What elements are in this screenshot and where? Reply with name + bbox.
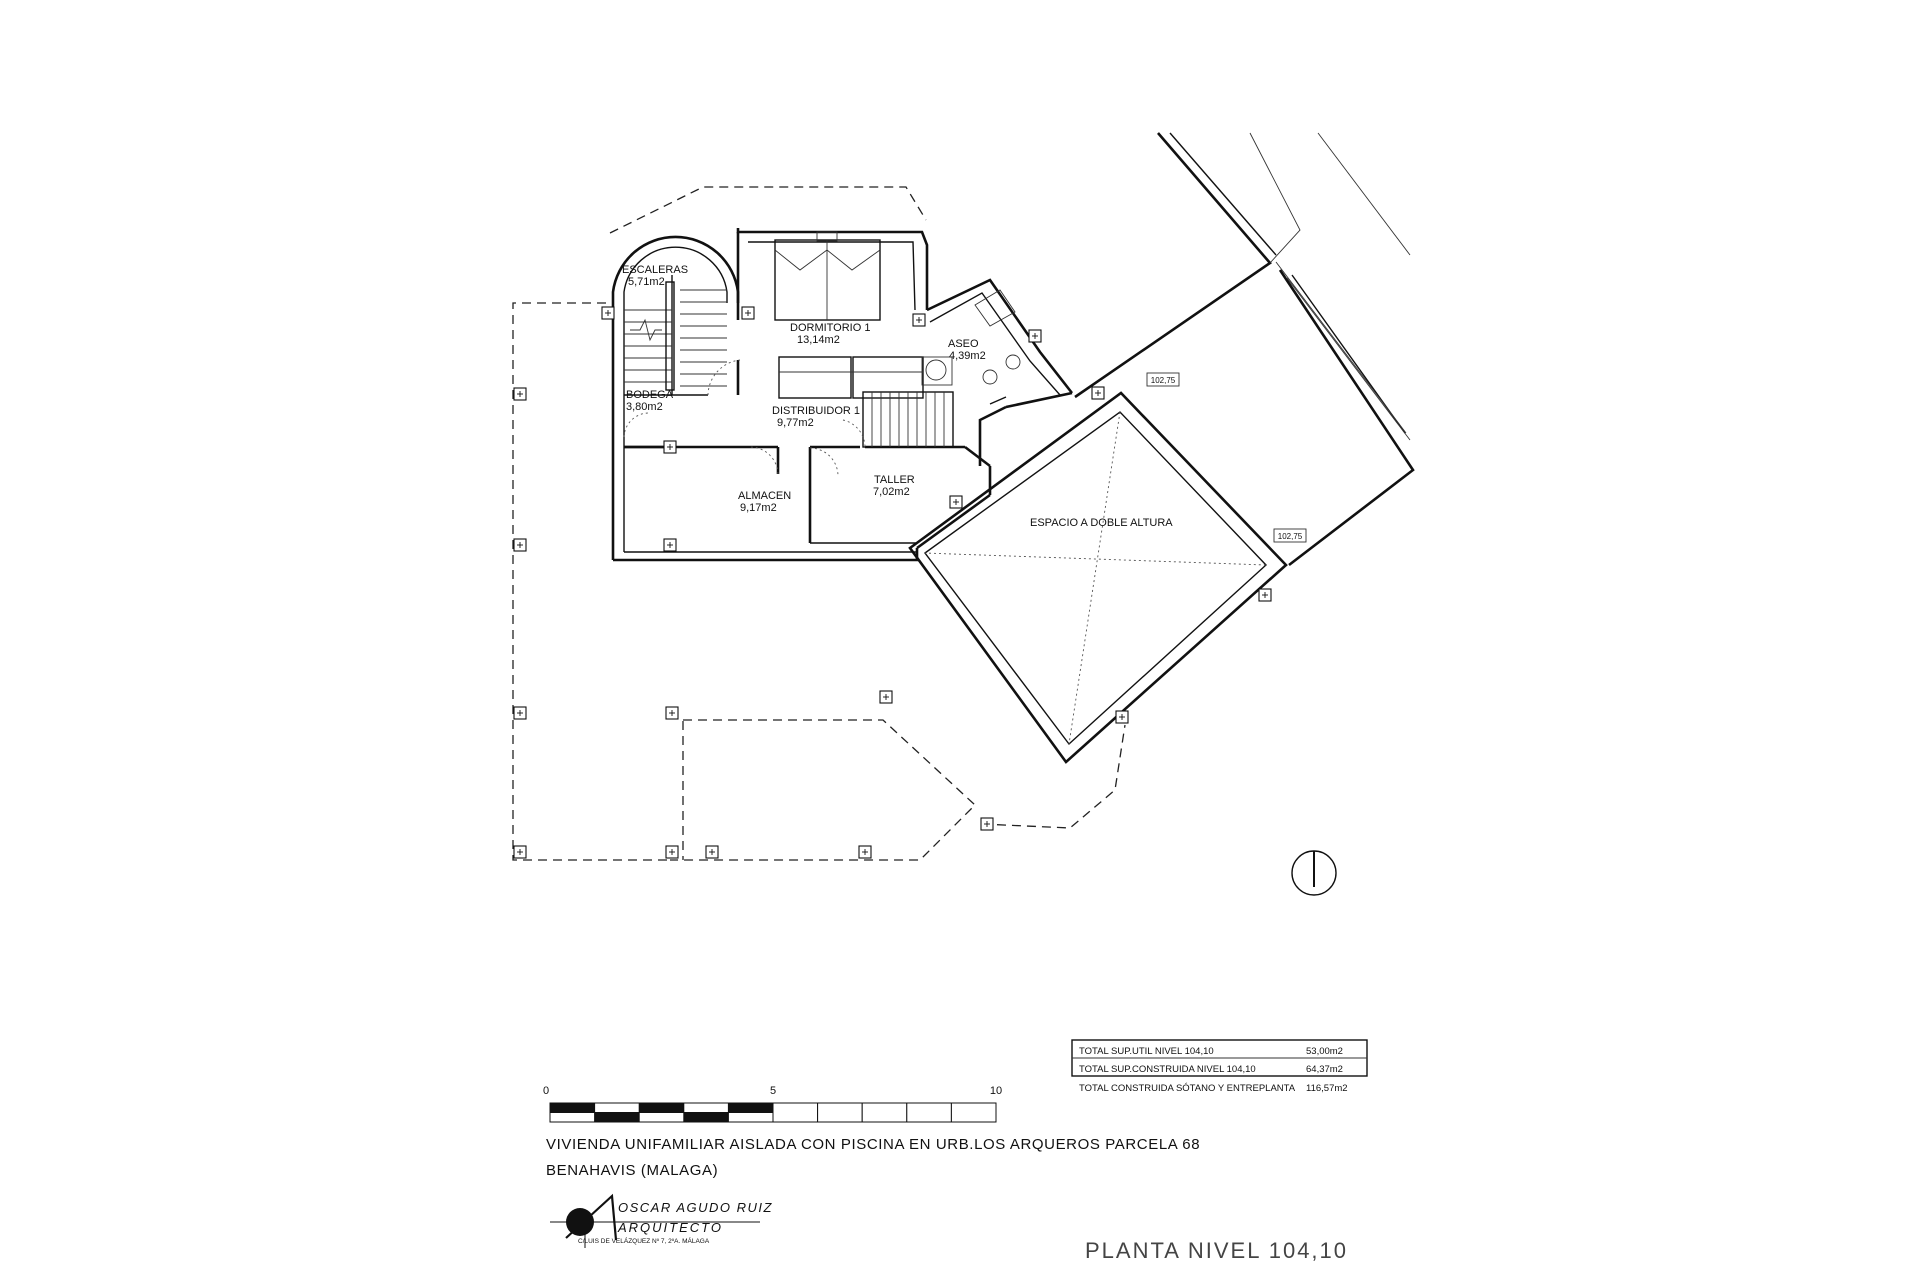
room-dormitorio-area: 13,14m2	[797, 334, 840, 346]
level-markers: 102,75 102,75	[1146, 372, 1307, 543]
structural-column	[665, 845, 679, 859]
structural-column	[741, 306, 755, 320]
architect-logo-icon	[550, 1193, 760, 1248]
columns	[513, 306, 1272, 859]
structural-column	[858, 845, 872, 859]
scale-segment	[594, 1112, 640, 1123]
surface-table: TOTAL SUP.UTIL NIVEL 104,10 53,00m2 TOTA…	[1071, 1039, 1368, 1094]
structural-column	[705, 845, 719, 859]
room-almacen-name: ALMACEN	[738, 490, 791, 502]
adjacent-wing	[1074, 132, 1415, 567]
room-labels: ESCALERAS 5,71m2 DORMITORIO 1 13,14m2 AS…	[622, 264, 1173, 529]
room-aseo-name: ASEO	[948, 338, 979, 350]
scale-segment	[638, 1102, 685, 1113]
stair-treads	[624, 281, 727, 391]
room-bodega-name: BODEGA	[626, 389, 674, 401]
structural-column	[1028, 329, 1042, 343]
scale-tick-0: 0	[543, 1085, 549, 1097]
surface-row-3-label: TOTAL CONSTRUIDA SÓTANO Y ENTREPLANTA	[1079, 1083, 1296, 1094]
scale-bar-frame	[549, 1102, 997, 1123]
architect-address: C/LUIS DE VELÁZQUEZ Nº 7, 2ºA. MÁLAGA	[578, 1236, 710, 1245]
structural-column	[1115, 710, 1129, 724]
room-taller-name: TALLER	[874, 474, 915, 486]
structural-column	[513, 706, 527, 720]
structural-column	[663, 440, 677, 454]
double-height-void	[908, 391, 1288, 764]
structural-column	[513, 845, 527, 859]
room-distribuidor-area: 9,77m2	[777, 417, 814, 429]
structural-column	[879, 690, 893, 704]
structural-column	[912, 313, 926, 327]
project-title: VIVIENDA UNIFAMILIAR AISLADA CON PISCINA…	[546, 1136, 1200, 1179]
surface-row-1-label: TOTAL SUP.UTIL NIVEL 104,10	[1079, 1046, 1214, 1057]
scale-segment	[861, 1102, 908, 1123]
structural-column	[513, 387, 527, 401]
main-walls	[611, 228, 1074, 562]
project-title-line2: BENAHAVIS (MALAGA)	[546, 1162, 718, 1179]
structural-column	[1258, 588, 1272, 602]
double-bed	[774, 231, 881, 321]
level-marker-b: 102,75	[1278, 532, 1303, 541]
scale-bar: 0 5 10	[543, 1085, 1002, 1123]
scale-segment	[906, 1102, 952, 1123]
terrace-outline	[512, 186, 1126, 861]
project-title-line1: VIVIENDA UNIFAMILIAR AISLADA CON PISCINA…	[546, 1136, 1200, 1153]
scale-tick-10: 10	[990, 1085, 1002, 1097]
scale-segment	[772, 1102, 819, 1123]
scale-segment	[727, 1102, 774, 1113]
scale-segment	[549, 1102, 596, 1113]
architect-stamp: OSCAR AGUDO RUIZ ARQUITECTO C/LUIS DE VE…	[550, 1193, 773, 1248]
scale-segment	[817, 1102, 863, 1123]
room-escaleras-name: ESCALERAS	[622, 264, 688, 276]
structural-column	[949, 495, 963, 509]
scale-segment	[950, 1102, 997, 1123]
structural-column	[1091, 386, 1105, 400]
room-doble-altura-name: ESPACIO A DOBLE ALTURA	[1030, 517, 1173, 529]
bathroom-fixtures	[921, 289, 1021, 386]
surface-row-2-label: TOTAL SUP.CONSTRUIDA NIVEL 104,10	[1079, 1064, 1256, 1075]
room-dormitorio-name: DORMITORIO 1	[790, 322, 870, 334]
surface-row-1-value: 53,00m2	[1306, 1046, 1343, 1057]
room-escaleras-area: 5,71m2	[628, 276, 665, 288]
sheet-title: PLANTA NIVEL 104,10	[1085, 1238, 1348, 1263]
structural-column	[601, 306, 615, 320]
architect-name: OSCAR AGUDO RUIZ	[618, 1200, 773, 1215]
level-marker-a: 102,75	[1151, 376, 1176, 385]
structural-column	[513, 538, 527, 552]
room-taller-area: 7,02m2	[873, 486, 910, 498]
room-aseo-area: 4,39m2	[949, 350, 986, 362]
scale-segment	[683, 1112, 729, 1123]
surface-row-2-value: 64,37m2	[1306, 1064, 1343, 1075]
architect-role: ARQUITECTO	[617, 1220, 723, 1235]
room-bodega-area: 3,80m2	[626, 401, 663, 413]
structural-column	[980, 817, 994, 831]
surface-row-3-value: 116,57m2	[1306, 1083, 1348, 1094]
room-almacen-area: 9,17m2	[740, 502, 777, 514]
room-distribuidor-name: DISTRIBUIDOR 1	[772, 405, 860, 417]
structural-column	[663, 538, 677, 552]
structural-column	[665, 706, 679, 720]
scale-tick-5: 5	[770, 1085, 776, 1097]
north-arrow-icon	[1291, 850, 1337, 896]
